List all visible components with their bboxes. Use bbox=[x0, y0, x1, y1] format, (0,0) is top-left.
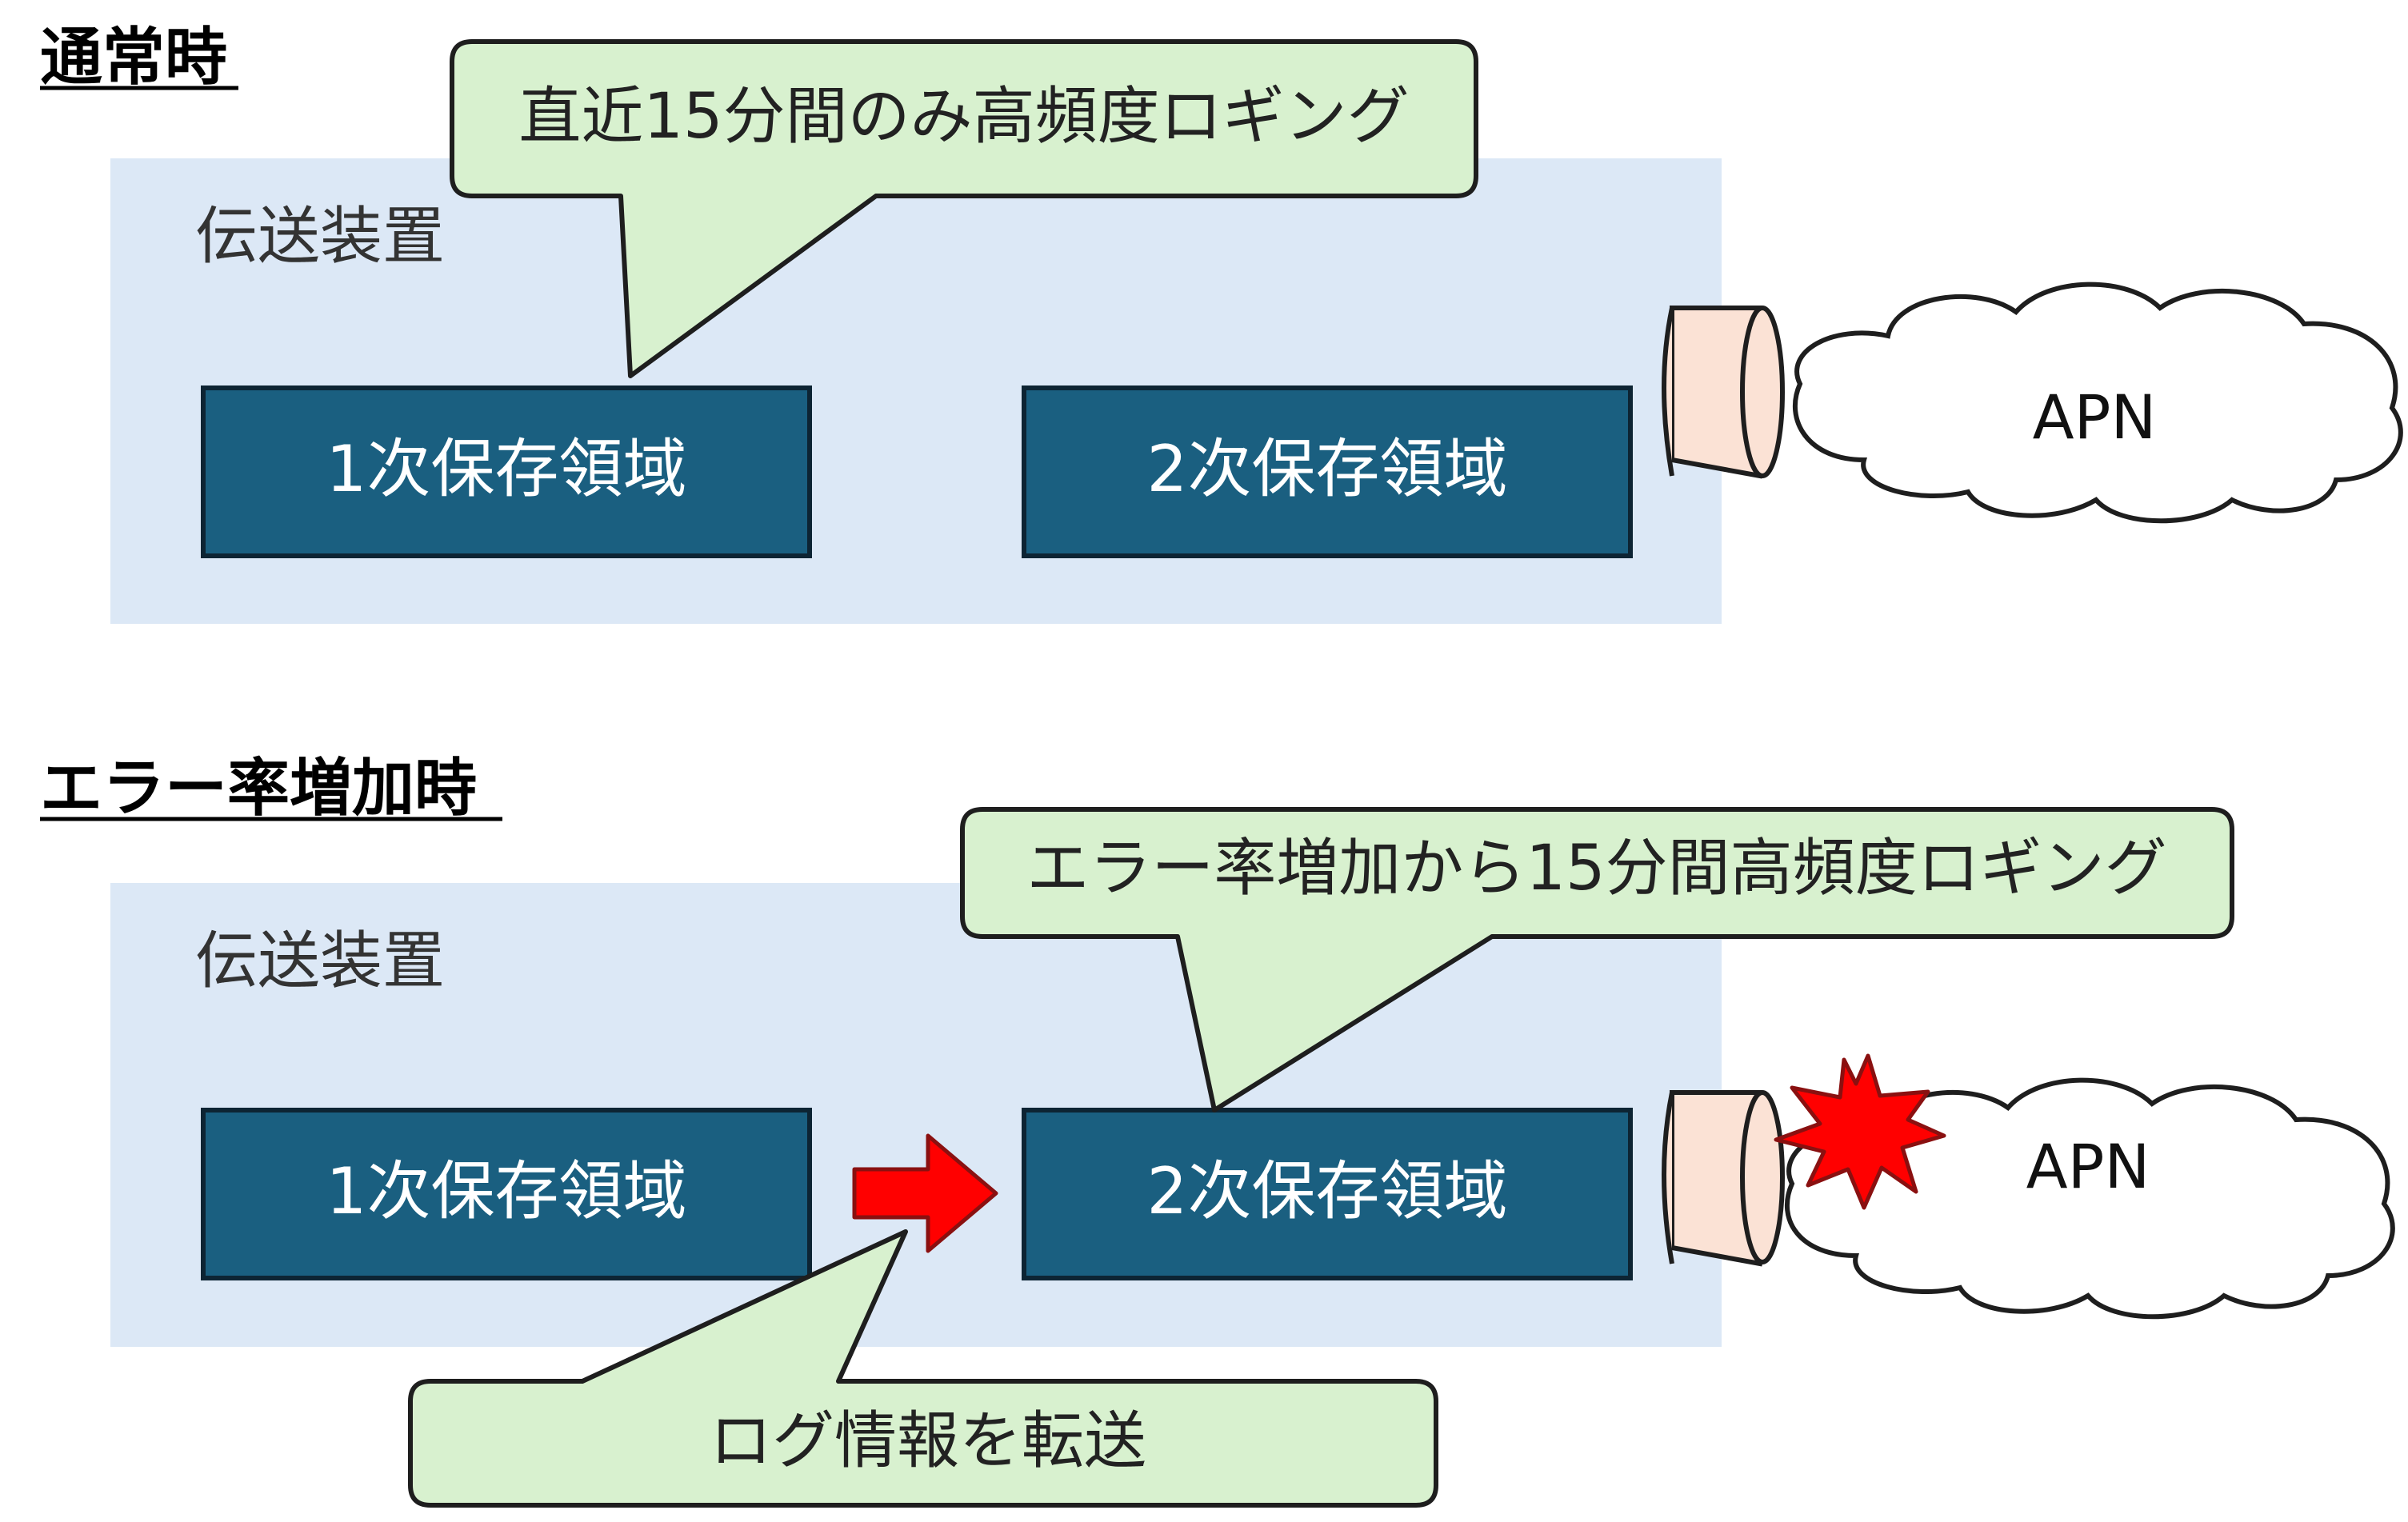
normal-device-label: 伝送装置 bbox=[195, 201, 445, 273]
normal-callout: 直近15分間のみ高頻度ロギング bbox=[450, 39, 1478, 378]
error-callout-top: エラー率増加から15分間高頻度ロギング bbox=[960, 807, 2234, 1113]
normal-heading: 通常時 bbox=[40, 22, 227, 94]
normal-callout-text: 直近15分間のみ高頻度ロギング bbox=[518, 81, 1409, 153]
error-callout-top-text: エラー率増加から15分間高頻度ロギング bbox=[1026, 833, 2166, 905]
normal-secondary-storage-label: 2次保存領域 bbox=[1147, 432, 1508, 506]
error-primary-storage: 1次保存領域 bbox=[201, 1108, 812, 1280]
error-apn-label: APN bbox=[2026, 1131, 2150, 1202]
normal-apn-label: APN bbox=[2033, 381, 2157, 453]
error-burst-icon bbox=[1774, 1053, 1946, 1210]
normal-section: 通常時 伝送装置 1次保存領域 2次保存領域 直近15分間のみ高頻度ロギング A… bbox=[40, 22, 2403, 624]
error-secondary-storage-label: 2次保存領域 bbox=[1147, 1154, 1508, 1228]
normal-cable-connector bbox=[1662, 306, 1785, 479]
normal-primary-storage-label: 1次保存領域 bbox=[326, 432, 687, 506]
normal-apn-cloud: APN bbox=[1792, 282, 2403, 524]
error-device-label: 伝送装置 bbox=[195, 925, 445, 997]
normal-secondary-storage: 2次保存領域 bbox=[1022, 385, 1633, 558]
error-callout-bottom-text: ログ情報を転送 bbox=[710, 1405, 1146, 1477]
error-cable-connector bbox=[1662, 1090, 1785, 1267]
error-callout-bottom: ログ情報を転送 bbox=[408, 1229, 1438, 1508]
error-heading: エラー率増加時 bbox=[40, 753, 477, 825]
transfer-arrow-icon bbox=[852, 1133, 998, 1253]
error-primary-storage-label: 1次保存領域 bbox=[326, 1154, 687, 1228]
normal-primary-storage: 1次保存領域 bbox=[201, 385, 812, 558]
error-secondary-storage: 2次保存領域 bbox=[1022, 1108, 1633, 1280]
error-section: エラー率増加時 伝送装置 1次保存領域 2次保存領域 エラー率増加から15分間高… bbox=[40, 753, 2395, 1508]
